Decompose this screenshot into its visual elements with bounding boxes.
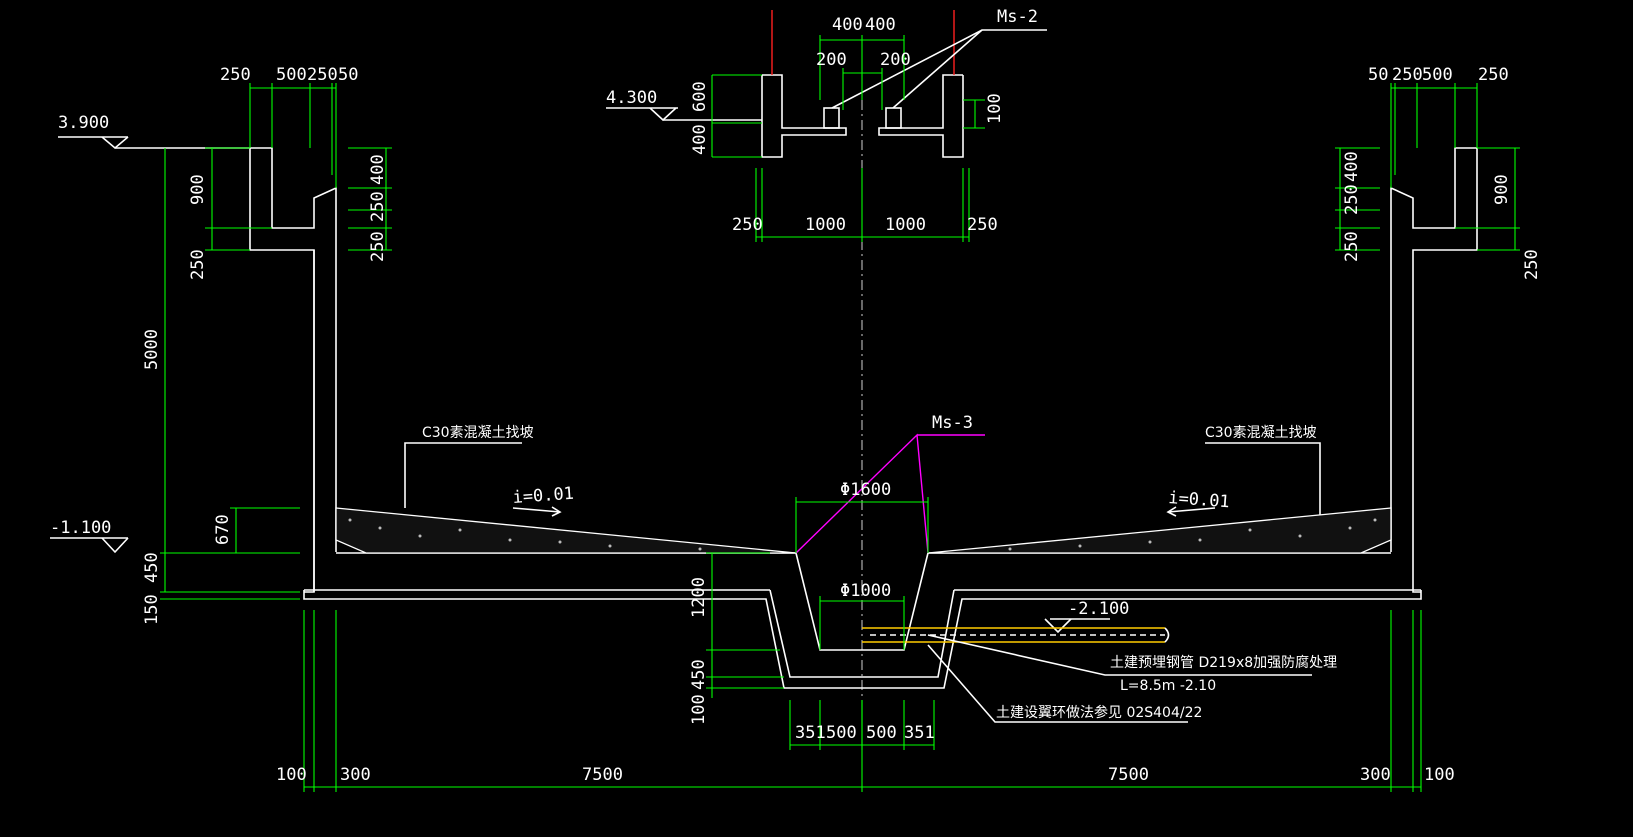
svg-text:250: 250 <box>368 191 388 222</box>
svg-text:C30素混凝土找坡: C30素混凝土找坡 <box>1205 425 1317 441</box>
pipe-notes: 土建预埋钢管 D219x8加强防腐处理 L=8.5m -2.10 土建设翼环做法… <box>927 634 1337 723</box>
slope-label-left: C30素混凝土找坡 i=0.01 <box>404 425 575 517</box>
svg-text:7500: 7500 <box>582 765 623 785</box>
dims-left-vertical: 900 250 5000 670 450 150 400 250 250 <box>142 147 392 625</box>
svg-text:351: 351 <box>795 723 826 743</box>
svg-text:250: 250 <box>1522 249 1542 280</box>
ms3-label: Ms-3 <box>932 413 973 433</box>
svg-text:5000: 5000 <box>142 329 162 370</box>
svg-text:100: 100 <box>689 694 709 725</box>
sump-diameter-labels: Φ1600 Φ1000 <box>795 480 929 650</box>
svg-text:500: 500 <box>866 723 897 743</box>
svg-text:500: 500 <box>276 65 307 85</box>
slope-fill-right <box>927 507 1392 554</box>
svg-text:400: 400 <box>865 15 896 35</box>
embedded-steel-pipe <box>862 627 1170 643</box>
svg-text:900: 900 <box>188 174 208 205</box>
svg-text:4.300: 4.300 <box>606 88 657 108</box>
svg-text:250: 250 <box>1392 65 1423 85</box>
svg-text:50: 50 <box>338 65 358 85</box>
svg-text:500: 500 <box>1422 65 1453 85</box>
svg-text:Φ1600: Φ1600 <box>840 480 891 500</box>
svg-text:250: 250 <box>220 65 251 85</box>
ms2-label: Ms-2 <box>997 7 1038 27</box>
elevation-ground-left: -1.100 <box>50 518 129 554</box>
svg-text:250: 250 <box>188 249 208 280</box>
svg-text:400: 400 <box>832 15 863 35</box>
dims-bottom: 100 300 7500 7500 300 100 <box>276 610 1455 792</box>
svg-text:250: 250 <box>1342 231 1362 262</box>
slope-fill-left <box>335 507 797 554</box>
svg-text:1000: 1000 <box>805 215 846 235</box>
svg-text:250: 250 <box>967 215 998 235</box>
elevation-top-left: 3.900 <box>58 113 250 150</box>
svg-text:400: 400 <box>368 154 388 185</box>
svg-text:900: 900 <box>1492 174 1512 205</box>
svg-text:100: 100 <box>276 765 307 785</box>
svg-text:土建预埋钢管 D219x8加强防腐处理: 土建预埋钢管 D219x8加强防腐处理 <box>1110 654 1337 671</box>
svg-text:-1.100: -1.100 <box>50 518 111 538</box>
svg-text:250: 250 <box>732 215 763 235</box>
svg-text:C30素混凝土找坡: C30素混凝土找坡 <box>422 425 534 441</box>
svg-text:300: 300 <box>1360 765 1391 785</box>
svg-text:3.900: 3.900 <box>58 113 109 133</box>
svg-text:200: 200 <box>880 50 911 70</box>
svg-text:1200: 1200 <box>689 577 709 618</box>
svg-text:i=0.01: i=0.01 <box>512 484 575 508</box>
svg-text:200: 200 <box>816 50 847 70</box>
svg-text:7500: 7500 <box>1108 765 1149 785</box>
svg-text:500: 500 <box>826 723 857 743</box>
svg-text:351: 351 <box>904 723 935 743</box>
dims-top-center: 400 400 200 200 600 400 100 250 1000 100… <box>690 15 1005 242</box>
svg-text:Φ1000: Φ1000 <box>840 581 891 601</box>
svg-text:150: 150 <box>142 594 162 625</box>
svg-text:L=8.5m -2.10: L=8.5m -2.10 <box>1120 678 1216 694</box>
svg-text:250: 250 <box>307 65 338 85</box>
svg-text:-2.100: -2.100 <box>1068 599 1129 619</box>
elevation-pipe: -2.100 <box>1044 599 1129 634</box>
svg-text:50: 50 <box>1368 65 1388 85</box>
svg-text:670: 670 <box>213 514 233 545</box>
dims-top-right: 50 250 500 250 <box>1368 65 1509 188</box>
tank-section <box>249 147 1478 689</box>
svg-text:i=0.01: i=0.01 <box>1168 488 1231 512</box>
svg-text:450: 450 <box>689 659 709 690</box>
dims-right-vertical: 400 250 250 900 250 <box>1335 147 1542 280</box>
svg-text:250: 250 <box>368 231 388 262</box>
svg-text:100: 100 <box>985 93 1005 124</box>
svg-text:土建设翼环做法参见 02S404/22: 土建设翼环做法参见 02S404/22 <box>996 704 1202 721</box>
svg-text:400: 400 <box>690 124 710 155</box>
svg-text:400: 400 <box>1342 151 1362 182</box>
dims-top-left: 250 500 250 50 <box>220 65 358 188</box>
ms3-annotation: Ms-3 <box>795 413 985 554</box>
svg-text:600: 600 <box>690 81 710 112</box>
slope-label-right: C30素混凝土找坡 i=0.01 <box>1166 425 1321 517</box>
svg-text:100: 100 <box>1424 765 1455 785</box>
svg-text:1000: 1000 <box>885 215 926 235</box>
svg-text:300: 300 <box>340 765 371 785</box>
dims-sump: 1200 450 100 351 500 500 351 <box>689 552 935 750</box>
svg-text:250: 250 <box>1478 65 1509 85</box>
elevation-top-center: 4.300 <box>606 88 762 122</box>
svg-text:250: 250 <box>1342 184 1362 215</box>
svg-text:450: 450 <box>142 552 162 583</box>
